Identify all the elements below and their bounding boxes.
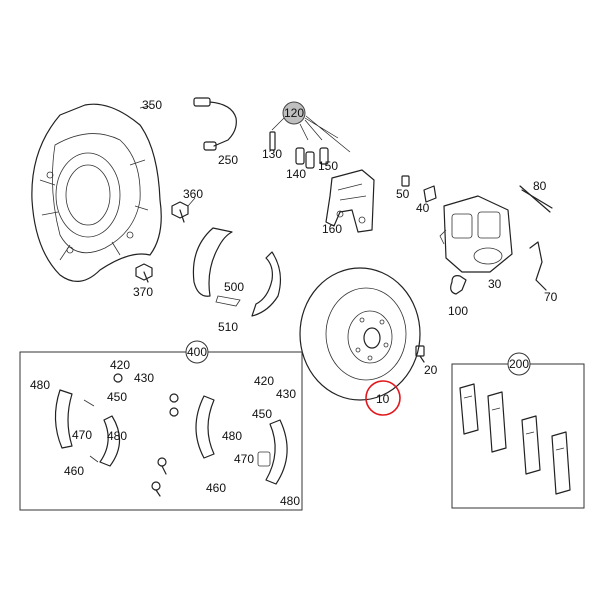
part-label-500: 500 (224, 280, 244, 294)
kit-label-480c: 480 (222, 429, 242, 443)
bolt-40[interactable] (423, 185, 437, 203)
brake-disc-10[interactable] (299, 267, 421, 401)
wear-sensor-250[interactable] (193, 97, 237, 151)
part-label-70: 70 (544, 290, 558, 304)
kit-label-430b: 430 (276, 387, 296, 401)
part-label-10: 10 (376, 392, 390, 406)
guide-pin-140[interactable] (295, 147, 329, 169)
kit-label-470b: 470 (234, 452, 254, 466)
bolt-20[interactable] (415, 345, 425, 363)
kit-label-470a: 470 (72, 428, 92, 442)
highlight-circle-10 (365, 380, 401, 416)
part-label-50: 50 (396, 187, 410, 201)
kit-400-title: 400 (187, 345, 207, 359)
kit400-left-shoes[interactable] (54, 389, 121, 467)
kit-label-450b: 450 (252, 407, 272, 421)
backing-plate-350[interactable] (31, 103, 162, 282)
part-label-120: 120 (284, 106, 304, 120)
bolt-360[interactable] (171, 201, 189, 223)
part-label-30: 30 (488, 277, 502, 291)
kit-label-420a: 420 (110, 358, 130, 372)
kit-label-430a: 430 (134, 371, 154, 385)
kit-label-480a: 480 (30, 378, 50, 392)
callout-400[interactable] (185, 340, 209, 364)
kit-label-480b: 480 (107, 429, 127, 443)
brake-caliper-30[interactable] (439, 195, 513, 273)
parking-brake-shoes[interactable] (192, 227, 282, 317)
kit-label-420b: 420 (254, 374, 274, 388)
part-label-20: 20 (424, 363, 438, 377)
brake-pads[interactable] (459, 383, 571, 495)
kit-label-460a: 460 (64, 464, 84, 478)
spring-70[interactable] (529, 241, 547, 291)
kit-box-200: 200 (451, 352, 585, 509)
kit-label-460b: 460 (206, 481, 226, 495)
kit400-right-shoes[interactable] (195, 395, 288, 485)
part-label-360: 360 (183, 187, 203, 201)
part-label-40: 40 (416, 201, 430, 215)
kit-label-480d: 480 (280, 494, 300, 508)
callout-200[interactable] (507, 352, 531, 376)
part-label-140: 140 (286, 167, 306, 181)
callout-120[interactable] (282, 101, 306, 125)
bolt-370[interactable] (135, 263, 153, 283)
guide-pin-80[interactable] (519, 185, 553, 213)
kit400-hardware[interactable] (113, 373, 179, 497)
kit-box-400: 400 480 420 430 450 470 480 460 (19, 340, 303, 511)
kit-label-450a: 450 (107, 390, 127, 404)
part-label-150: 150 (318, 159, 338, 173)
part-label-250: 250 (218, 153, 238, 167)
caliper-bracket-160[interactable] (325, 169, 375, 233)
part-label-160: 160 (322, 222, 342, 236)
part-label-100: 100 (448, 304, 468, 318)
bolt-130[interactable] (269, 131, 276, 151)
kit-200-title: 200 (509, 357, 529, 371)
tool-100[interactable] (450, 275, 467, 295)
part-label-80: 80 (533, 179, 547, 193)
part-label-370: 370 (133, 285, 153, 299)
part-label-510: 510 (218, 320, 238, 334)
part-label-350: 350 (142, 98, 162, 112)
bolt-50[interactable] (401, 175, 410, 187)
part-label-130: 130 (262, 147, 282, 161)
